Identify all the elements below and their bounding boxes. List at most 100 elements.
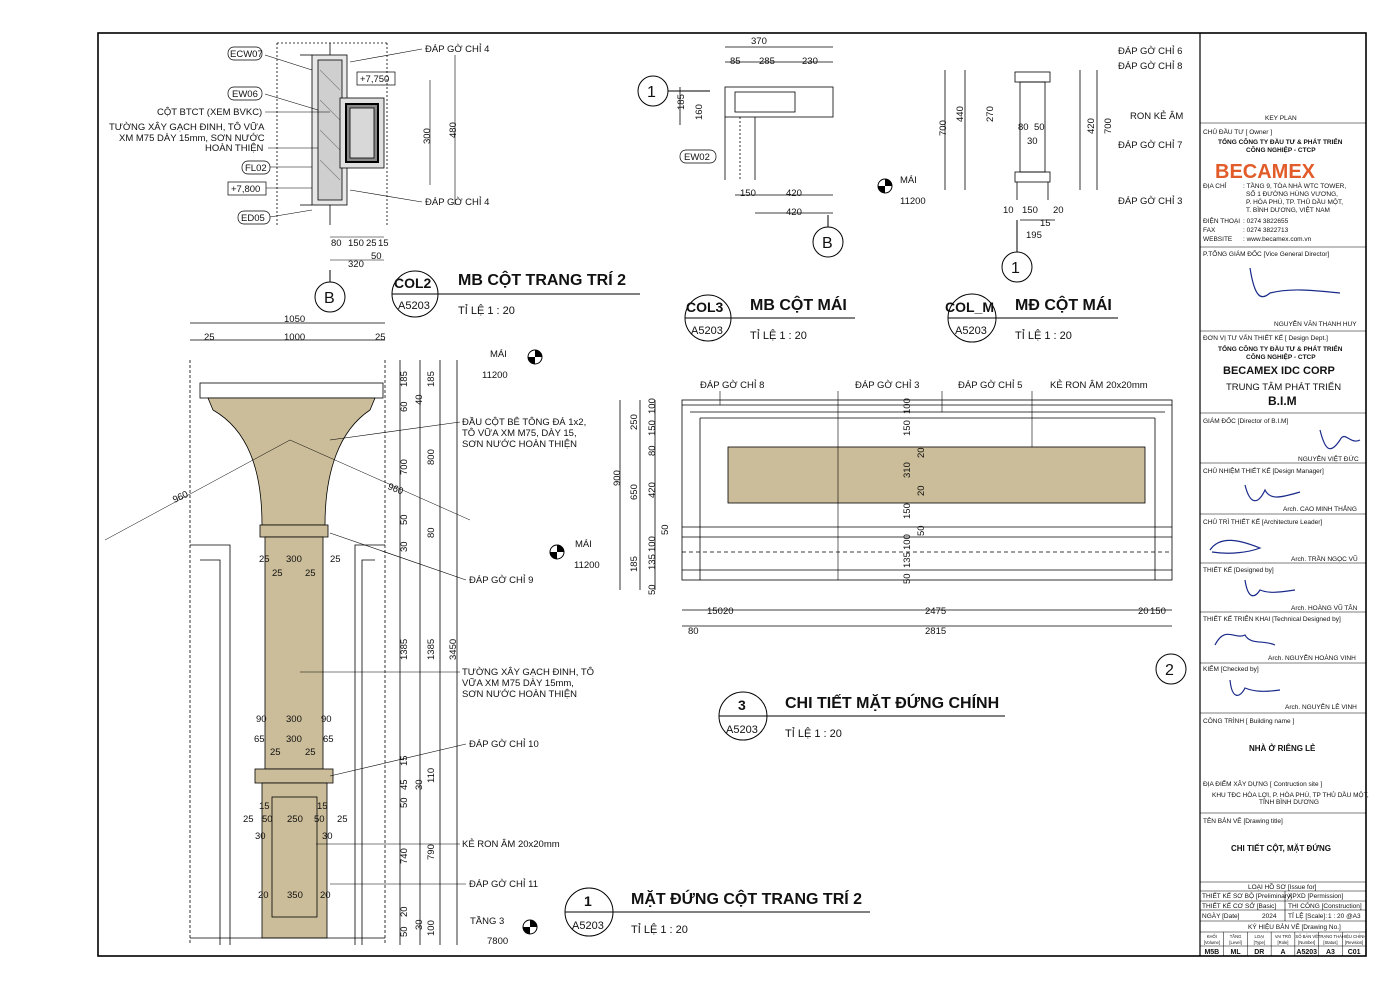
tag-ew02: EW02 (684, 152, 710, 163)
scale-colm: TỈ LỆ 1 : 20 (1015, 329, 1072, 342)
tb-tel-label: ĐIỆN THOẠI (1203, 216, 1240, 225)
title-col3-sheet: A5203 (691, 325, 723, 337)
grid-b-col3: B (822, 235, 833, 252)
tb-vgd-name: NGUYỄN VĂN THANH HUY (1274, 319, 1357, 328)
dim-150-e5: 150 (1150, 606, 1166, 617)
title-d3: CHI TIẾT MẶT ĐỨNG CHÍNH (785, 693, 999, 712)
dim-135-e1: 135 (647, 554, 658, 570)
level-tang3-val: 7800 (487, 936, 508, 947)
note-dap-go-8-m: ĐÁP GỜ CHỈ 8 (1118, 60, 1182, 72)
grid-b-plan: B (324, 290, 335, 307)
tb-col-value: DR (1254, 949, 1264, 956)
tb-col-header-en: [Type] (1254, 940, 1265, 945)
tb-dept4: TRUNG TÂM PHÁT TRIỂN (1226, 381, 1341, 393)
note-dap-go-4-bottom: ĐÁP GỜ CHỈ 4 (425, 196, 489, 208)
dim-160: 160 (694, 104, 705, 120)
dim-250: 250 (287, 814, 303, 825)
col3-plan-labels: 370 85 285 230 185 160 150 420 420 EW02 (676, 36, 818, 218)
tb-dept2: CÔNG NGHIỆP - CTCP (1246, 352, 1316, 361)
dim-65-a: 65 (254, 734, 265, 745)
note-dap-go-6: ĐÁP GỜ CHỈ 6 (1118, 45, 1182, 57)
note-dap-go-4-top: ĐÁP GỜ CHỈ 4 (425, 43, 489, 55)
grid-bubbles (314, 75, 1187, 685)
dim-30-m: 30 (1027, 136, 1038, 147)
sheet-border (97, 32, 1367, 957)
tag-ew06: EW06 (232, 89, 258, 100)
dim-740: 740 (399, 848, 410, 864)
dim-1050: 1050 (284, 314, 305, 325)
tb-addr3: P. HÒA PHÚ, TP. THỦ DẦU MỘT, (1246, 196, 1343, 206)
dim-285: 285 (759, 56, 775, 67)
tb-col-value: A (1280, 949, 1285, 956)
tb-al-name: Arch. TRẦN NGỌC VŨ (1291, 553, 1358, 563)
tb-col-header-en: [Volume] (1204, 940, 1220, 945)
tb-dno-label: KÝ HIỆU BẢN VẼ [Drawing No.] (1248, 922, 1341, 931)
tb-dept5: B.I.M (1268, 394, 1297, 408)
dim-250-e: 250 (629, 414, 640, 430)
note-cot-btct: CỘT BTCT (XEM BVKC) (157, 107, 262, 118)
level-7750: +7,750 (360, 74, 389, 85)
dim-20-a: 20 (258, 890, 269, 901)
dim-30-a: 30 (255, 831, 266, 842)
title-colm-code: COL_M (945, 299, 994, 315)
tb-col-header: KHỐI (1207, 934, 1217, 939)
dim-700-m-l: 700 (938, 120, 949, 136)
dim-1385-b: 1385 (426, 639, 437, 660)
note-dap-go-10: ĐÁP GỜ CHỈ 10 (469, 738, 539, 750)
dim-45: 45 (399, 779, 410, 790)
tb-col-header-en: [Number] (1298, 940, 1315, 945)
dim-300-mid: 300 (286, 714, 302, 725)
tb-dm-label: CHỦ NHIỆM THIẾT KẾ [Design Manager] (1203, 465, 1324, 475)
note-dau-cot-2: TÔ VỮA XM M75, DÀY 15, (462, 428, 577, 439)
note-dap-go-5: ĐÁP GỜ CHỈ 5 (958, 379, 1022, 391)
tb-col-value: M5B (1204, 949, 1219, 956)
tb-ds-label: THIẾT KẾ [Designed by] (1203, 564, 1274, 574)
col3-plan-drawing (679, 46, 834, 214)
tb-scale: 1 : 20 @A3 (1328, 913, 1361, 920)
tb-date: 2024 (1262, 913, 1277, 920)
scale-col3: TỈ LỆ 1 : 20 (750, 329, 807, 342)
dim-20-e3: 20 (723, 606, 734, 617)
dim-100-e1: 100 (647, 398, 658, 414)
col2-plan-labels: ECW07 EW06 CỘT BTCT (XEM BVKC) TƯỜNG XÂY… (109, 43, 489, 270)
dim-195: 195 (1026, 230, 1042, 241)
tb-web-label: WEBSITE (1203, 236, 1233, 243)
level-mai-m: MÁI (900, 175, 917, 186)
drawing-number-table: KHỐI[Volume]M5BTẦNG[Level]MLLOẠI[Type]DR… (1204, 932, 1366, 956)
note-dau-cot-3: SƠN NƯỚC HOÀN THIỆN (462, 439, 577, 450)
dim-790: 790 (426, 844, 437, 860)
tb-ck-name: Arch. NGUYỄN LÊ VINH (1285, 702, 1357, 711)
tb-owner-name1: TỔNG CÔNG TY ĐẦU TƯ & PHÁT TRIỂN (1218, 136, 1343, 146)
dim-650: 650 (629, 484, 640, 500)
tb-construction: THI CÔNG [Construction] (1288, 901, 1362, 910)
tb-al-label: CHỦ TRÌ THIẾT KẾ [Architecture Leader] (1203, 516, 1322, 526)
title-colm-sheet: A5203 (955, 325, 987, 337)
tb-col-header: HIỆU CHỈNH (1342, 934, 1366, 939)
scale-d1: TỈ LỆ 1 : 20 (631, 923, 688, 936)
dim-25-b: 25 (375, 332, 386, 343)
dim-230: 230 (802, 56, 818, 67)
dim-50-e1: 50 (660, 524, 671, 535)
dim-50: 50 (371, 251, 382, 262)
tb-basic: THIẾT KẾ CƠ SỞ [Basic] (1202, 900, 1276, 910)
dim-25-e: 25 (272, 568, 283, 579)
dim-15: 15 (378, 238, 389, 249)
scale-col2: TỈ LỆ 1 : 20 (458, 304, 515, 317)
dim-185-a: 185 (399, 371, 410, 387)
dim-135-e2: 135 (902, 552, 913, 568)
dim-370: 370 (751, 36, 767, 47)
dim-50-col2: 50 (399, 797, 410, 808)
tb-ds-name: Arch. HOÀNG VŨ TÂN (1291, 603, 1358, 612)
dim-50-b: 50 (314, 814, 325, 825)
dim-25-c: 25 (259, 554, 270, 565)
col2-plan-drawing (276, 42, 388, 225)
dim-20-e4: 20 (1138, 606, 1149, 617)
tb-web: : www.becamex.com.vn (1243, 236, 1312, 243)
dim-30-b: 30 (322, 831, 333, 842)
dim-100-e4: 100 (902, 534, 913, 550)
detail3-elevation-labels: ĐÁP GỜ CHỈ 8 ĐÁP GỜ CHỈ 3 ĐÁP GỜ CHỈ 5 K… (549, 379, 1166, 637)
signature-vgd (1249, 267, 1341, 298)
tb-vgd-label: P.TỔNG GIÁM ĐỐC [Vice General Director] (1203, 248, 1329, 258)
